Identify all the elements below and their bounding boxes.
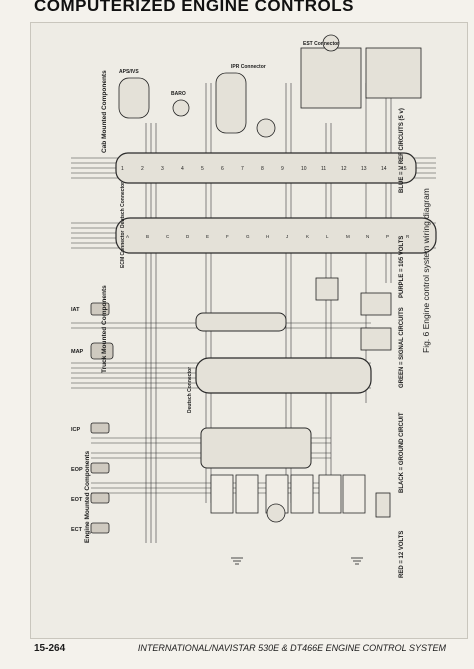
injector-group <box>210 474 366 514</box>
svg-text:D: D <box>186 234 190 239</box>
svg-text:3: 3 <box>161 166 164 172</box>
svg-text:L: L <box>326 234 329 239</box>
svg-text:A: A <box>126 234 129 239</box>
apsivs-label: APS/IVS <box>119 69 139 75</box>
baro-label: BARO <box>171 91 186 97</box>
icp-label: ICP <box>71 427 81 433</box>
svg-text:12: 12 <box>341 166 347 172</box>
svg-text:N: N <box>366 234 369 239</box>
map-label: MAP <box>71 349 84 355</box>
svg-text:11: 11 <box>321 166 326 172</box>
eot-label: EOT <box>71 497 83 503</box>
ect-label: ECT <box>71 527 83 533</box>
engine-pin-block <box>200 427 312 469</box>
svg-text:2: 2 <box>141 166 144 172</box>
svg-text:M: M <box>346 234 350 239</box>
cab-module <box>256 118 276 138</box>
iat-sensor <box>90 302 110 316</box>
baro-sensor <box>172 99 190 117</box>
legend-red: RED = 12 VOLTS <box>399 531 405 578</box>
est-connector-box <box>300 47 362 109</box>
svg-text:8: 8 <box>261 166 264 172</box>
truck-section-label: Truck Mounted Components <box>101 285 108 373</box>
eop-label: EOP <box>71 467 83 473</box>
eot-sensor <box>90 492 110 504</box>
svg-text:H: H <box>266 234 269 239</box>
camshaft-sensor <box>266 503 286 523</box>
ecm-connector-label: ECM Connector <box>120 230 126 268</box>
page-header: COMPUTERIZED ENGINE CONTROLS <box>0 0 474 20</box>
svg-text:9: 9 <box>281 166 284 172</box>
iat-label: IAT <box>71 307 80 313</box>
svg-text:1: 1 <box>121 166 124 172</box>
apsivs-sensor <box>118 77 150 119</box>
relay-2 <box>360 327 392 351</box>
header-title: COMPUTERIZED ENGINE CONTROLS <box>34 0 355 15</box>
svg-text:13: 13 <box>361 166 367 172</box>
figure-caption: Fig. 6 Engine control system wiring diag… <box>421 188 431 353</box>
ipr-valve <box>375 492 391 518</box>
svg-text:15: 15 <box>401 166 407 172</box>
svg-text:5: 5 <box>201 166 204 172</box>
est-connector-plug <box>322 34 340 52</box>
svg-text:14: 14 <box>381 166 387 172</box>
relay-box <box>365 47 422 99</box>
cab-section-label: Cab Mounted Components <box>101 70 108 153</box>
injector-6 <box>342 474 366 514</box>
svg-text:7: 7 <box>241 166 244 172</box>
legend-green: GREEN = SIGNAL CIRCUITS <box>399 307 405 388</box>
icp-sensor <box>90 422 110 434</box>
footer-page-number: 15-264 <box>34 643 66 654</box>
svg-text:4: 4 <box>181 166 184 172</box>
svg-text:6: 6 <box>221 166 224 172</box>
injector-1 <box>210 474 234 514</box>
relay-1 <box>360 292 392 316</box>
legend-black: BLACK = GROUND CIRCUIT <box>399 412 405 493</box>
svg-text:C: C <box>166 234 170 239</box>
legend-blue: BLUE = V REF CIRCUITS (5 v) <box>399 108 405 193</box>
svg-text:E: E <box>206 234 209 239</box>
svg-text:P: P <box>386 234 389 239</box>
ipr-connector <box>195 312 287 332</box>
truck-deutsch-connector <box>195 357 372 394</box>
ect-sensor <box>90 522 110 534</box>
svg-text:10: 10 <box>301 166 307 172</box>
injector-5 <box>318 474 342 514</box>
svg-text:B: B <box>146 234 149 239</box>
legend-purple: PURPLE = 105 VOLTS <box>399 236 405 298</box>
ecm-connector <box>115 217 437 254</box>
svg-text:R: R <box>406 234 410 239</box>
svg-text:J: J <box>286 234 288 239</box>
footer-doc-title: INTERNATIONAL/NAVISTAR 530E & DT466E ENG… <box>137 643 446 653</box>
injector-2 <box>235 474 259 514</box>
ground-symbols <box>231 557 363 565</box>
eop-sensor <box>90 462 110 474</box>
cab-connector-a <box>215 72 247 134</box>
cab-deutsch-connector <box>115 152 417 184</box>
deutsch-cab-label: Deutsch Connector <box>120 182 126 228</box>
deutsch-truck-label: Deutsch Connector <box>187 367 193 413</box>
relay-3 <box>315 277 339 301</box>
ipr-connector-label: IPR Connector <box>231 64 266 70</box>
svg-text:F: F <box>226 234 229 239</box>
engine-section-label: Engine Mounted Components <box>84 451 91 543</box>
map-sensor <box>90 342 114 360</box>
svg-text:K: K <box>306 234 309 239</box>
svg-text:G: G <box>246 234 250 239</box>
injector-4 <box>290 474 314 514</box>
est-connector-label: EST Connector <box>303 41 339 47</box>
